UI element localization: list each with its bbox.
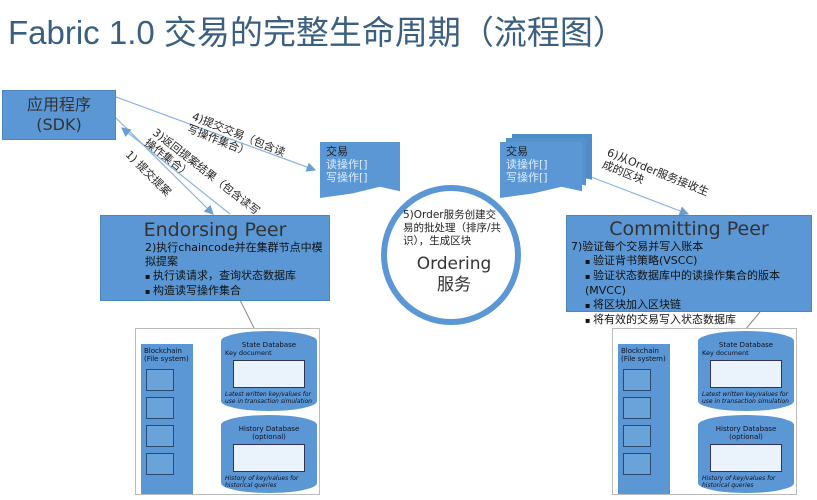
arrow-submit-proposal [115, 117, 214, 215]
endorsing-peer-box: Endorsing Peer 2)执行chaincode并在集群节点中模拟提案 … [100, 215, 330, 301]
committing-step: 7)验证每个交易并写入账本 [571, 240, 704, 253]
block-icon [623, 369, 651, 391]
history-database: History Database (optional) History of ke… [698, 415, 794, 493]
tx-write: 写操作[] [326, 171, 368, 184]
sdk-sublabel: (SDK) [36, 115, 82, 134]
ordering-name2: 服务 [437, 275, 471, 295]
block-icon [146, 397, 174, 419]
tx-title: 交易 [506, 145, 528, 158]
blockchain-column: Blockchain (File system) [618, 344, 670, 494]
key-document-icon [710, 444, 782, 472]
block-icon [146, 369, 174, 391]
arrow-submit-tx [115, 96, 317, 172]
state-db-title: State Database [241, 341, 297, 349]
endorsing-title: Endorsing Peer [143, 219, 287, 241]
sdk-label: 应用程序 [26, 95, 91, 114]
block-icon [623, 453, 651, 475]
key-document-icon [233, 360, 305, 388]
committing-bullet: 将区块加入区块链 [585, 298, 807, 313]
committing-bullet: 将有效的交易写入状态数据库 [585, 313, 807, 328]
block-icon [623, 425, 651, 447]
page-title: Fabric 1.0 交易的完整生命周期（流程图） [8, 14, 626, 51]
key-doc-label: Key document [702, 349, 749, 357]
tx-read: 读操作[] [506, 158, 548, 171]
arrow-deliver-block [585, 174, 690, 216]
ordering-desc: 5)Order服务创建交易的批处理（排序/共识），生成区块 [403, 209, 502, 247]
committing-title: Committing Peer [609, 218, 769, 240]
endorsing-step: 2)执行chaincode并在集群节点中模拟提案 [145, 241, 323, 268]
block-icon [623, 397, 651, 419]
tx-title: 交易 [326, 145, 348, 158]
endorsing-bullet: 执行读请求，查询状态数据库 [145, 269, 325, 284]
transaction-batch-doc: 交易读操作[]写操作[] [500, 142, 582, 198]
blockchain-label: Blockchain (File system) [144, 347, 189, 363]
state-db-note: Latest written key/values for use in tra… [225, 391, 312, 405]
history-db-title: History Database (optional) [238, 425, 300, 441]
block-icon [146, 453, 174, 475]
sdk-app-box: 应用程序 (SDK) [2, 90, 116, 140]
committing-bullet: 验证状态数据库中的读操作集合的版本(MVCC) [585, 269, 807, 298]
endorsing-bullet: 构造读写操作集合 [145, 284, 325, 299]
block-icon [146, 425, 174, 447]
committing-peer-box: Committing Peer 7)验证每个交易并写入账本 验证背书策略(VSC… [566, 215, 812, 326]
key-doc-label: Key document [225, 349, 272, 357]
tx-read: 读操作[] [326, 158, 368, 171]
committing-bullet: 验证背书策略(VSCC) [585, 254, 807, 269]
state-db-title: State Database [718, 341, 774, 349]
arrow-return-result [121, 127, 231, 215]
history-db-note: History of key/values for historical que… [702, 475, 776, 489]
state-db-note: Latest written key/values for use in tra… [702, 391, 789, 405]
history-db-note: History of key/values for historical que… [225, 475, 299, 489]
blockchain-label: Blockchain (File system) [621, 347, 666, 363]
key-document-icon [233, 444, 305, 472]
blockchain-column: Blockchain (File system) [141, 344, 193, 494]
ordering-name: Ordering [416, 254, 492, 274]
tx-write: 写操作[] [506, 171, 548, 184]
history-db-title: History Database (optional) [715, 425, 777, 441]
key-document-icon [710, 360, 782, 388]
history-database: History Database (optional) History of ke… [221, 415, 317, 493]
